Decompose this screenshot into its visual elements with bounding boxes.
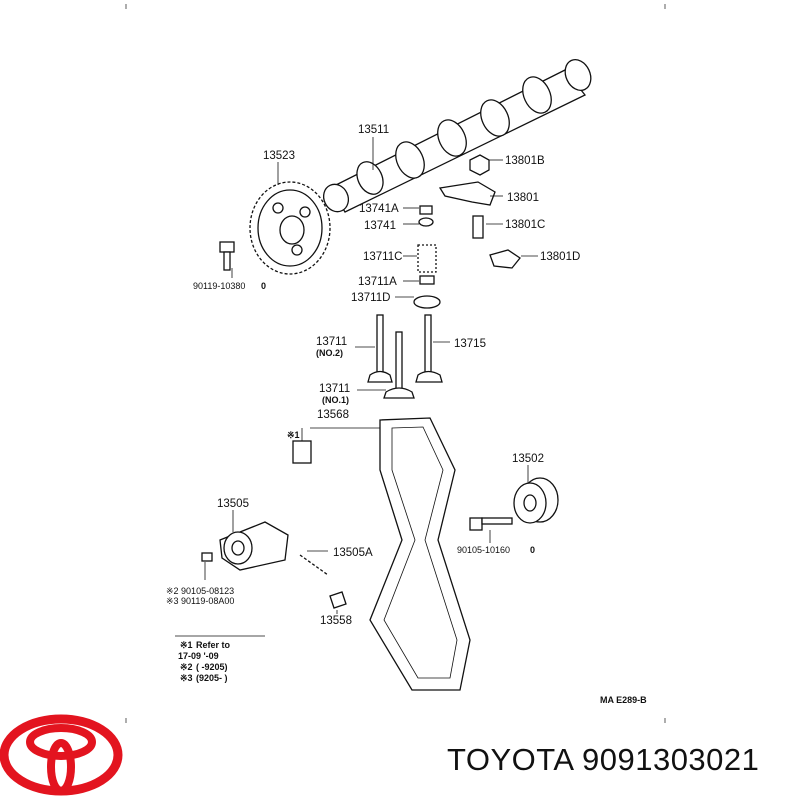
label-bracket: 13558 <box>320 615 352 627</box>
idler-pulley-part <box>513 477 559 524</box>
label-idler-bolt-suffix: 0 <box>530 545 535 555</box>
label-intake-valve-2-no: (NO.1) <box>322 395 349 405</box>
label-idler-pulley: 13502 <box>512 453 544 465</box>
label-rocker-arm: 13801 <box>507 192 539 204</box>
label-intake-valve-no: (NO.2) <box>316 348 343 358</box>
rocker-group-parts <box>413 154 521 309</box>
note-mark-1: ※1 <box>180 640 193 650</box>
pulley-bolt-part <box>219 241 235 271</box>
registration-marks <box>125 4 666 723</box>
label-retainer-lock: 13741A <box>359 203 399 215</box>
tensioner-bolt-part <box>201 552 213 562</box>
note-mark-2: ※2 <box>180 662 193 672</box>
label-camshaft: 13511 <box>358 124 389 136</box>
label-intake-valve: 13711 <box>316 336 347 348</box>
valves-parts <box>367 314 443 399</box>
label-clip: 13801D <box>540 251 580 263</box>
label-exhaust-valve: 13715 <box>454 338 486 350</box>
brand-caption: TOYOTA 9091303021 <box>447 742 760 777</box>
tensioner-part <box>219 521 289 571</box>
label-tensioner-bolt-2: ※3 90119-08A00 <box>166 596 234 606</box>
label-timing-belt: 13568 <box>317 409 349 421</box>
label-nut: 13801B <box>505 155 545 167</box>
note-text-2: ( -9205) <box>196 662 228 672</box>
notes-block: ※1 Refer to 17-09 '-09 ※2 ( -9205) ※3 (9… <box>175 635 265 683</box>
figure-code: MA E289-B <box>600 695 647 705</box>
belt-tag-part <box>292 440 312 464</box>
label-tensioner: 13505 <box>217 498 249 510</box>
note-text-1: Refer to <box>196 640 231 650</box>
label-note-marker-1: ※1 <box>287 430 300 440</box>
cam-pulley-part <box>249 181 331 275</box>
label-idler-bolt: 90105-10160 <box>457 545 510 555</box>
bracket-part <box>329 591 347 609</box>
label-valve-spring: 13711C <box>363 251 402 263</box>
label-cam-pulley: 13523 <box>263 150 295 162</box>
label-tensioner-bolt-1: ※2 90105-08123 <box>166 586 234 596</box>
camshaft-part <box>322 58 592 213</box>
note-text-1b: 17-09 '-09 <box>178 651 219 661</box>
label-spring-seat: 13711A <box>358 276 397 288</box>
label-tensioner-spring: 13505A <box>333 547 373 559</box>
timing-belt-part <box>369 417 471 691</box>
label-washer: 13711D <box>351 292 390 304</box>
leader-lines <box>204 137 538 614</box>
label-retainer: 13741 <box>364 220 396 232</box>
toyota-logo-icon <box>0 714 123 796</box>
label-pulley-bolt-suffix: 0 <box>261 281 266 291</box>
idler-bolt-part <box>469 517 513 531</box>
note-text-3: (9205- ) <box>196 673 228 683</box>
label-intake-valve-2: 13711 <box>319 383 350 395</box>
note-mark-3: ※3 <box>180 673 193 683</box>
tensioner-spring-part <box>299 554 329 576</box>
label-pulley-bolt: 90119-10380 <box>193 281 245 291</box>
label-adjust-screw: 13801C <box>505 219 545 231</box>
